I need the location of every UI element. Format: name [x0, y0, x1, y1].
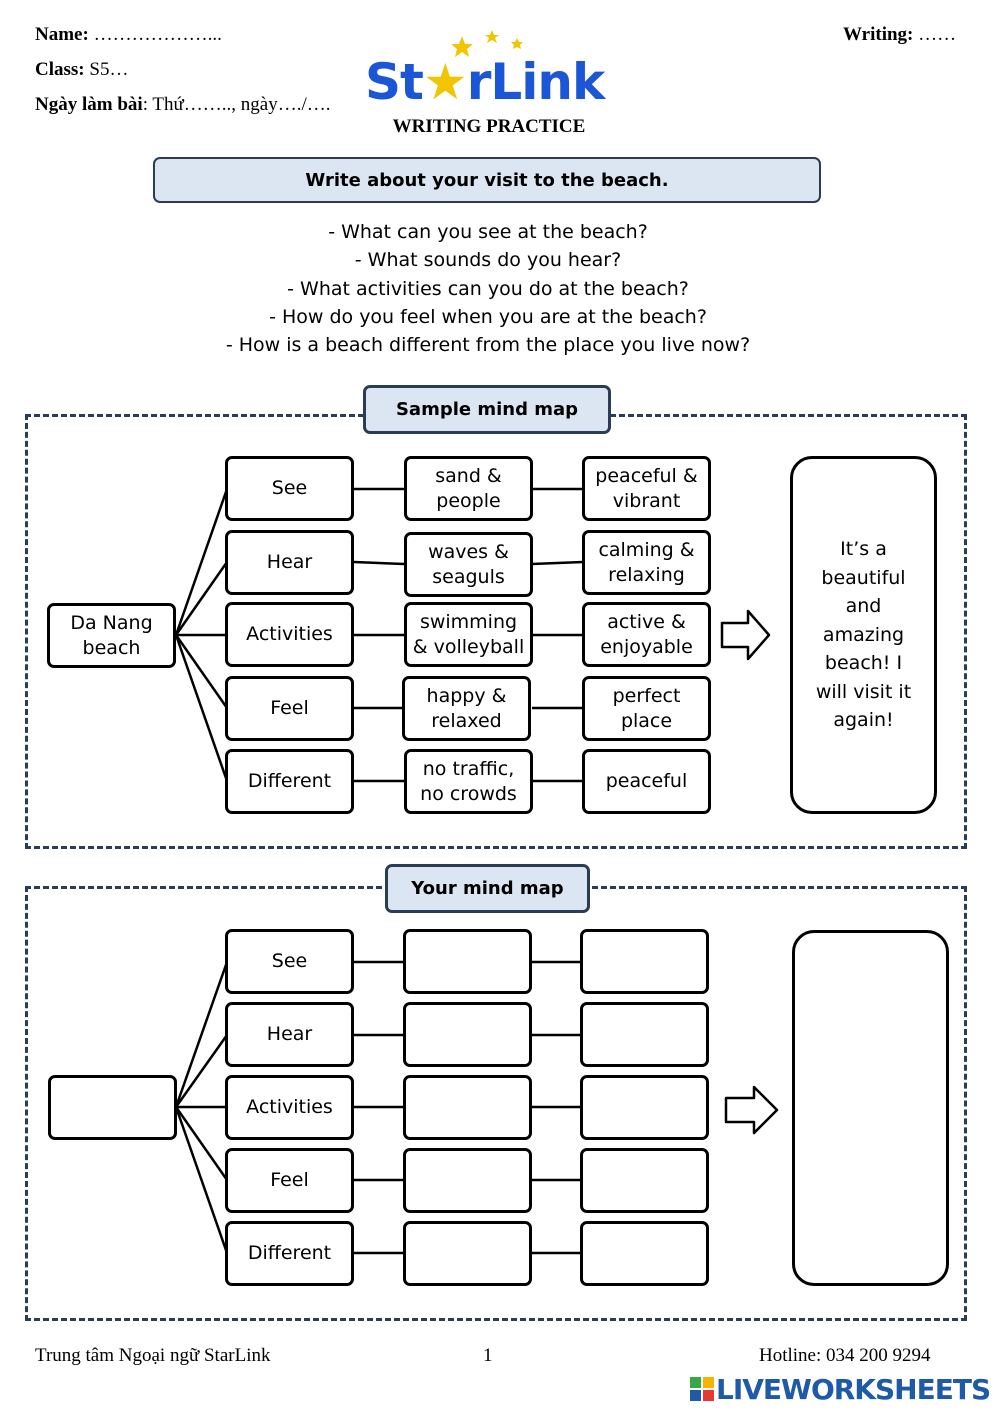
detail-input-feel[interactable] — [403, 1148, 532, 1213]
name-label: Name: — [35, 24, 89, 45]
liveworksheets-logo: LIVEWORKSHEETS — [690, 1373, 991, 1406]
logo-text-start: St — [365, 53, 424, 111]
date-line: Ngày làm bài: Thứ…….., ngày…./…. — [35, 94, 331, 116]
footer-center-name: Trung tâm Ngoại ngữ StarLink — [35, 1345, 271, 1366]
class-label: Class: — [35, 59, 85, 80]
class-value[interactable]: S5… — [84, 59, 129, 80]
sample-map-label: Sample mind map — [363, 385, 611, 434]
name-line: Name: ………………... — [35, 24, 222, 46]
result-different: peaceful — [582, 749, 711, 814]
liveworksheets-text: LIVEWORKSHEETS — [716, 1373, 991, 1406]
detail-hear: waves & seaguls — [404, 532, 533, 597]
starlink-logo: St★rLink — [365, 52, 606, 112]
hotline: Hotline: 034 200 9294 — [759, 1345, 931, 1366]
result-input-hear[interactable] — [580, 1002, 709, 1067]
question-item: - What sounds do you hear? — [354, 249, 622, 272]
conclusion-box: It’s a beautiful and amazing beach! I wi… — [790, 456, 937, 814]
detail-input-activities[interactable] — [403, 1075, 532, 1140]
center-node-input[interactable] — [48, 1075, 177, 1140]
detail-input-see[interactable] — [403, 929, 532, 994]
branch-feel: Feel — [225, 1148, 354, 1213]
writing-value[interactable]: …… — [913, 24, 957, 45]
question-item: - How is a beach different from the plac… — [225, 334, 751, 357]
detail-feel: happy & relaxed — [402, 676, 531, 741]
branch-activities: Activities — [225, 602, 354, 667]
writing-label: Writing: — [843, 24, 914, 45]
your-map-label: Your mind map — [385, 864, 590, 913]
result-activities: active & enjoyable — [582, 602, 711, 667]
result-feel: perfect place — [582, 676, 711, 741]
branch-hear: Hear — [225, 530, 354, 595]
date-value[interactable]: : Thứ…….., ngày…./…. — [142, 94, 331, 115]
branch-different: Different — [225, 1221, 354, 1286]
logo-star-icon: ★ — [422, 53, 468, 111]
question-list: - What can you see at the beach? - What … — [0, 218, 976, 359]
result-see: peaceful & vibrant — [582, 456, 711, 521]
center-node: Da Nang beach — [47, 603, 176, 668]
question-item: - What can you see at the beach? — [328, 221, 648, 243]
class-line: Class: S5… — [35, 59, 128, 81]
detail-see: sand & people — [404, 456, 533, 521]
conclusion-input[interactable] — [792, 930, 949, 1286]
detail-activities: swimming & volleyball — [404, 602, 533, 667]
result-input-different[interactable] — [580, 1221, 709, 1286]
result-input-feel[interactable] — [580, 1148, 709, 1213]
branch-hear: Hear — [225, 1002, 354, 1067]
question-item: - What activities can you do at the beac… — [287, 277, 689, 300]
detail-input-different[interactable] — [403, 1221, 532, 1286]
arrow-right-icon — [720, 609, 771, 661]
arrow-right-icon — [724, 1085, 779, 1135]
branch-different: Different — [225, 749, 354, 814]
page-number: 1 — [483, 1345, 493, 1366]
date-label: Ngày làm bài — [35, 94, 143, 115]
detail-input-hear[interactable] — [403, 1002, 532, 1067]
branch-see: See — [225, 929, 354, 994]
detail-different: no traffic, no crowds — [404, 749, 533, 814]
result-input-see[interactable] — [580, 929, 709, 994]
task-title: Write about your visit to the beach. — [153, 157, 821, 203]
page-subtitle: WRITING PRACTICE — [392, 116, 586, 137]
branch-see: See — [225, 456, 354, 521]
logo-stars-icon — [451, 30, 523, 57]
name-value[interactable]: ………………... — [88, 24, 222, 45]
logo-text-end: rLink — [466, 53, 606, 111]
result-input-activities[interactable] — [580, 1075, 709, 1140]
writing-score-line: Writing: …… — [843, 24, 956, 46]
result-hear: calming & relaxing — [582, 530, 711, 595]
branch-feel: Feel — [225, 676, 354, 741]
question-item: - How do you feel when you are at the be… — [269, 305, 707, 328]
liveworksheets-icon — [690, 1375, 714, 1401]
branch-activities: Activities — [225, 1075, 354, 1140]
